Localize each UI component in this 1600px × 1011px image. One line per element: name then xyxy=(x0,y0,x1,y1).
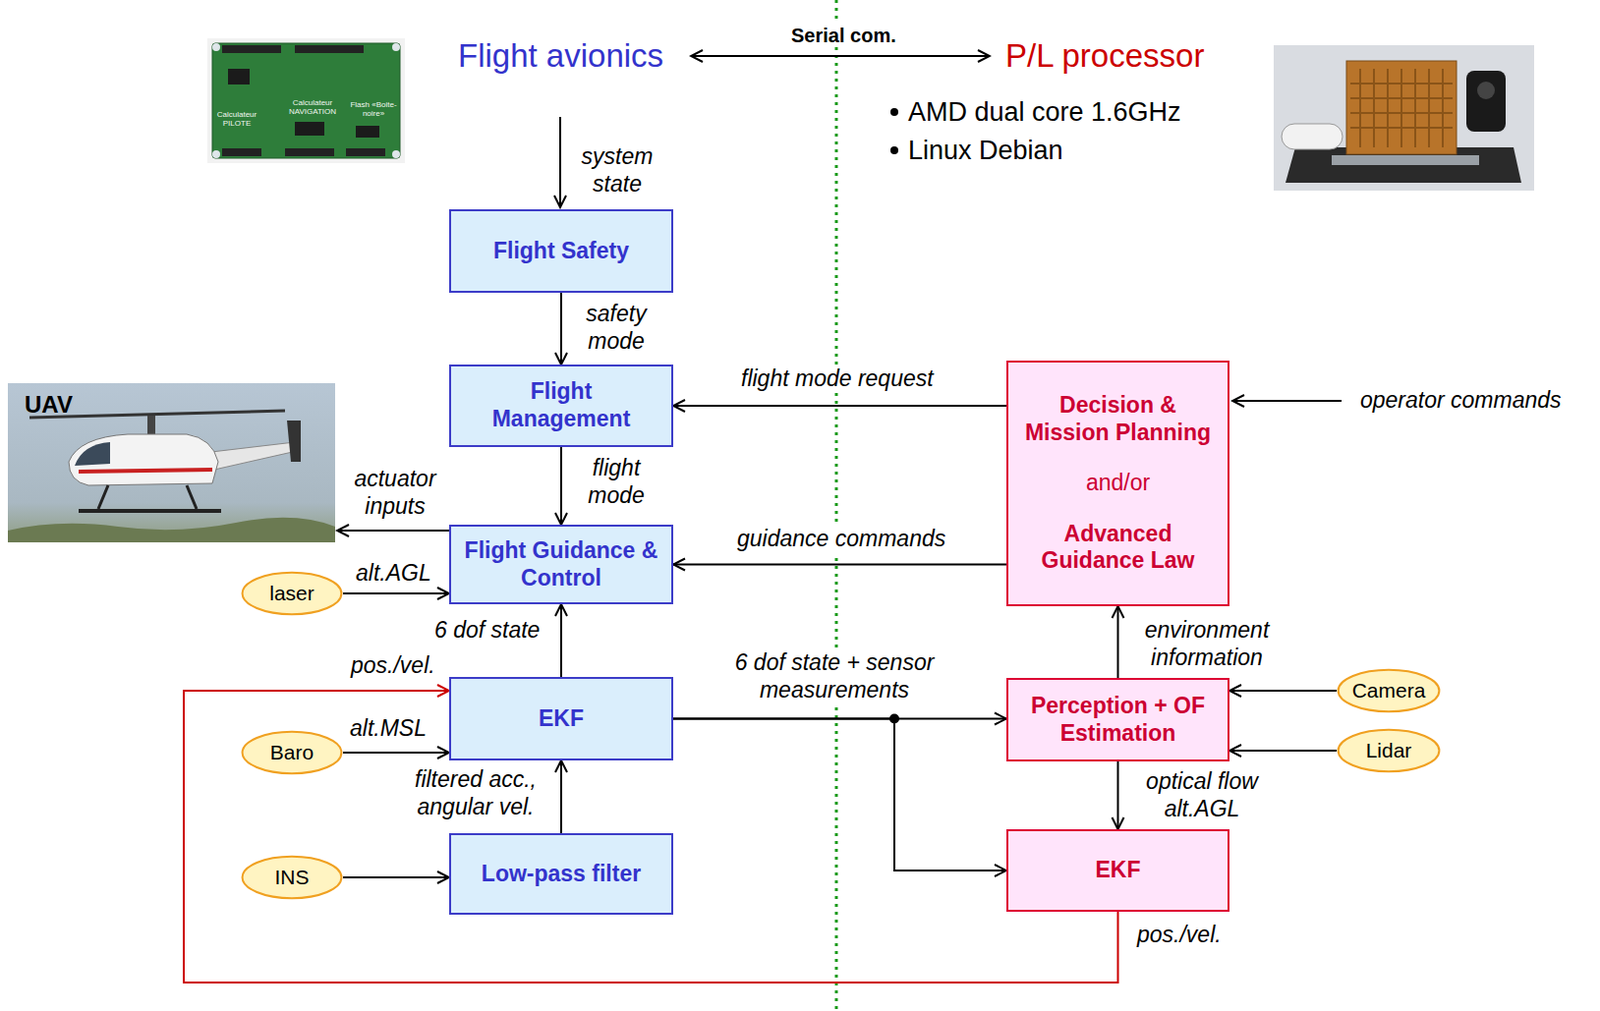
process-box: Flight Management xyxy=(449,364,674,448)
link-label: Serial com. xyxy=(788,23,900,48)
system-state-arrow xyxy=(559,116,562,208)
node-text: Camera xyxy=(1352,678,1427,703)
connector xyxy=(1229,689,1337,692)
process-box: Perception + OF Estimation xyxy=(1006,678,1230,762)
node-text: Lidar xyxy=(1366,738,1413,763)
sensor-ellipse: INS xyxy=(240,855,343,901)
ellipse-shape xyxy=(242,572,343,615)
connector xyxy=(1117,606,1120,679)
avionics-board-photo xyxy=(207,38,405,164)
process-box: Flight Safety xyxy=(449,209,674,293)
node-text: INS xyxy=(274,864,309,890)
signal-label: operator commands xyxy=(1357,387,1565,415)
node-text: Perception + OF Estimation xyxy=(1016,692,1220,747)
uav-photo xyxy=(7,383,336,543)
node-text: EKF xyxy=(1095,857,1142,885)
ellipse-shape xyxy=(242,857,343,899)
edge-label: safety mode xyxy=(569,300,664,355)
bullet xyxy=(890,146,899,155)
photo-label: UAV xyxy=(21,391,76,420)
connector xyxy=(560,447,563,525)
node-text: Baro xyxy=(270,740,314,765)
node-text: EKF xyxy=(538,705,584,734)
bullet xyxy=(890,108,899,116)
edge-label: flight mode request xyxy=(738,365,937,394)
connector xyxy=(673,719,1007,872)
edge-label: alt.AGL xyxy=(352,560,435,588)
section-title: P/L processor xyxy=(1002,36,1207,76)
edge-label: 6 dof state + sensor measurements xyxy=(713,649,956,704)
connector xyxy=(673,564,1007,567)
process-box: Decision & Mission Planning and/orAdvance… xyxy=(1006,360,1230,607)
edge-label: 6 dof state xyxy=(431,617,543,645)
process-box: Flight Guidance & Control xyxy=(449,524,674,605)
node-text: Advanced Guidance Law xyxy=(1016,520,1220,575)
ellipse-shape xyxy=(242,732,343,774)
connector xyxy=(560,760,563,834)
edge-label: pos./vel. xyxy=(347,652,439,681)
connector xyxy=(673,404,1007,407)
edge-label: guidance commands xyxy=(734,525,949,554)
node-text: Flight Management xyxy=(458,378,664,433)
signal-label: pos./vel. xyxy=(1134,921,1225,950)
connector xyxy=(1229,749,1337,752)
edge-label: optical flow alt.AGL xyxy=(1130,768,1274,823)
edge-label: flight mode xyxy=(569,455,664,510)
process-box: Low-pass filter xyxy=(449,833,674,915)
actuator-arrow xyxy=(337,529,450,532)
connector xyxy=(560,604,563,678)
connector xyxy=(342,876,450,879)
bullet-text: AMD dual core 1.6GHz xyxy=(905,96,1185,128)
node-text: Flight Guidance & Control xyxy=(458,537,664,592)
junction-dot xyxy=(889,714,900,725)
node-text: and/or xyxy=(1085,469,1150,498)
node-text: laser xyxy=(269,580,315,606)
board-label: Calculateur PILOTE xyxy=(209,111,265,129)
section-title: Flight avionics xyxy=(455,36,667,76)
connector xyxy=(1117,761,1120,830)
signal-label: actuator inputs xyxy=(338,465,453,520)
node-text: Low-pass filter xyxy=(481,860,641,889)
sensor-ellipse: Lidar xyxy=(1336,728,1441,774)
connector xyxy=(342,751,450,754)
edge-label: alt.MSL xyxy=(346,715,430,743)
separator-line xyxy=(835,0,839,1011)
serial-link-arrow xyxy=(690,55,990,58)
signal-label: system state xyxy=(570,143,665,198)
node-text: Decision & Mission Planning xyxy=(1016,392,1220,447)
sensor-ellipse: laser xyxy=(240,571,343,617)
board-label: Flash «Boite-noire» xyxy=(346,101,400,119)
process-box: EKF xyxy=(449,677,674,761)
board-label: Calculateur NAVIGATION xyxy=(278,99,347,117)
operator-arrow xyxy=(1232,400,1342,402)
sensor-ellipse: Baro xyxy=(240,730,343,776)
edge-label: filtered acc., angular vel. xyxy=(399,766,553,821)
ellipse-shape xyxy=(1338,670,1440,712)
sensor-ellipse: Camera xyxy=(1336,668,1441,714)
edge-label: environment information xyxy=(1130,617,1284,672)
connector xyxy=(560,292,563,365)
payload-processor-photo xyxy=(1273,45,1535,191)
process-box: EKF xyxy=(1006,829,1230,913)
node-text: Flight Safety xyxy=(493,237,629,266)
ellipse-shape xyxy=(1338,730,1440,772)
bullet-text: Linux Debian xyxy=(905,134,1067,167)
connector xyxy=(342,592,450,595)
